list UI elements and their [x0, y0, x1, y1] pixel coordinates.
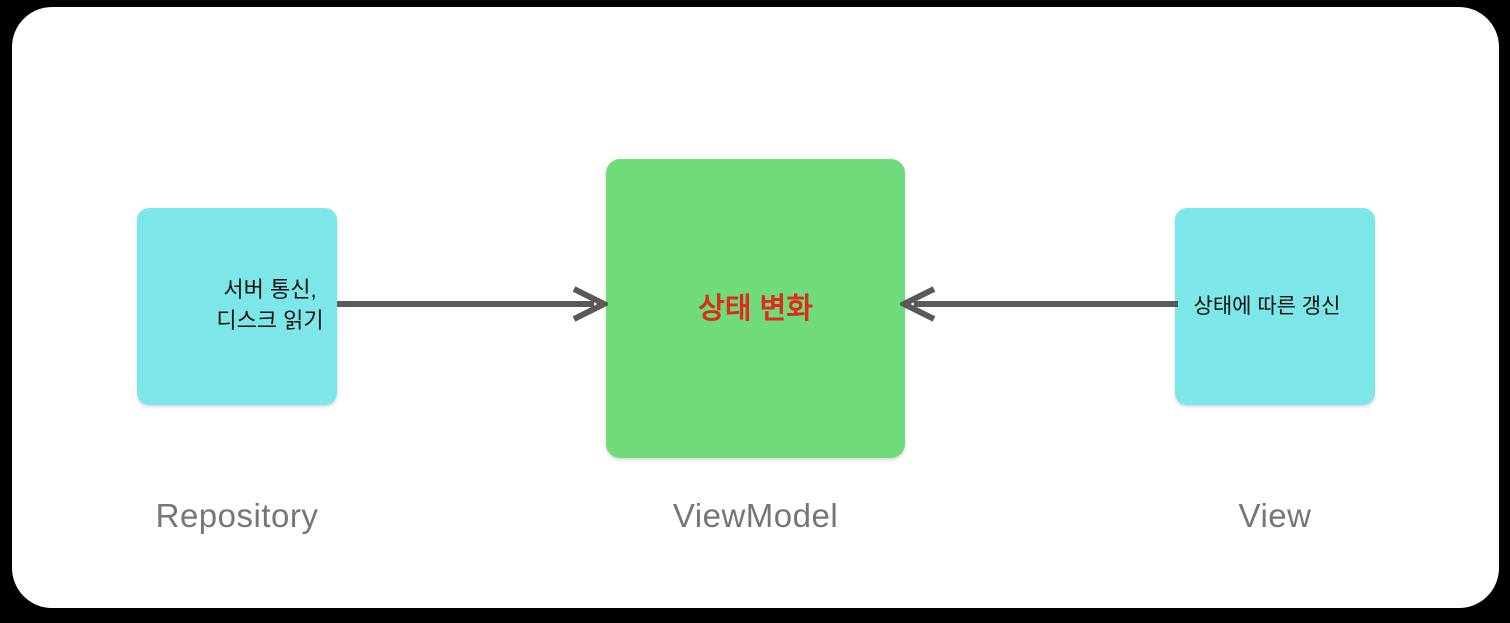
viewmodel-label: ViewModel — [672, 497, 839, 534]
view-box: 상태에 따른 갱신 — [1175, 208, 1375, 405]
arrowhead-left-icon — [900, 286, 936, 322]
view-label: View — [1238, 497, 1312, 534]
viewmodel-box-text: 상태 변화 — [698, 292, 813, 325]
arrowhead-right-icon — [572, 286, 608, 322]
repository-box-text: 서버 통신, 디스크 읽기 — [216, 276, 324, 333]
repository-box: 서버 통신, 디스크 읽기 — [137, 208, 337, 405]
slide-card: 서버 통신, 디스크 읽기 상태 변화 상태에 따른 갱신 Repository… — [12, 7, 1499, 608]
arrow-view-to-viewmodel — [900, 286, 1178, 322]
viewmodel-box: 상태 변화 — [606, 159, 905, 458]
repository-label: Repository — [155, 497, 319, 534]
view-box-text: 상태에 따른 갱신 — [1193, 294, 1341, 318]
arrow-repository-to-viewmodel — [337, 286, 608, 322]
